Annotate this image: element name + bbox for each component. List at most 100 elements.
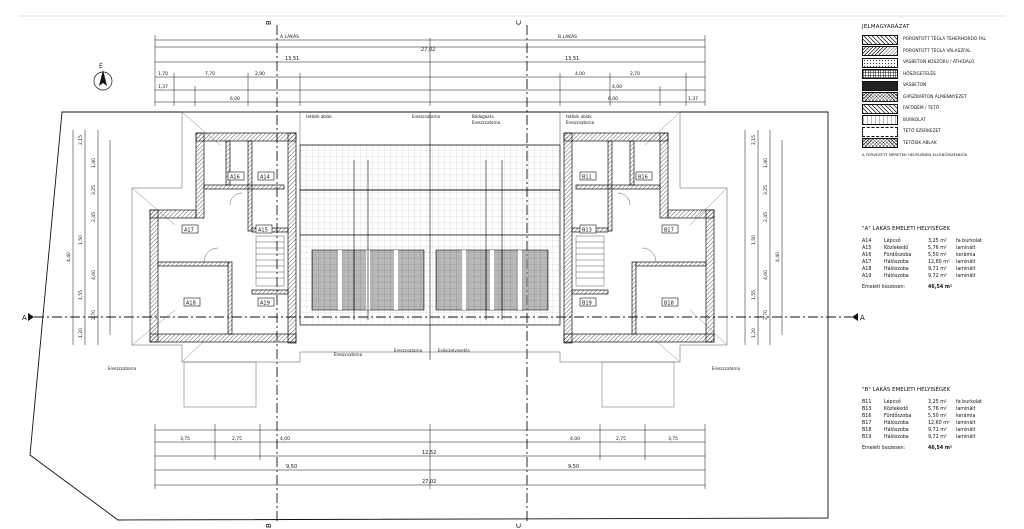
room-area: 3,25 m² [928,400,947,405]
dim-left: 2,15 [78,135,84,145]
room-code: A16 [862,253,872,258]
dim-bottom-r2: 3,75 [668,436,678,442]
room-name: Hálószoba [884,260,909,265]
room-floor: fa burkolat [956,239,982,244]
room-name: Lépcső [884,400,901,405]
room-total-label: Emeleti összesen: [862,446,906,451]
dim-right: 2,70 [763,310,769,320]
callout: Ereszcsatorna [394,348,423,353]
entrance-steps [183,361,675,408]
callout: Ereszcsatorna [412,114,441,119]
dim-right: 3,25 [763,185,769,195]
legend: JELMAGYARÁZAT PORONTOTT TÉGLA TEHERHORDÓ… [862,24,1012,157]
dim-a-lakas: A LAKÁS [280,33,299,40]
section-mark-b-bottom: B [265,523,273,528]
room-code: A15 [862,246,872,251]
room-code: B13 [862,407,872,412]
room-name: Hálószoba [884,421,909,426]
dim-bottom-l0: 3,75 [180,436,190,442]
room-floor: kerámia [956,414,976,419]
top-dimensions [154,35,706,106]
callout: Bádogozás [472,114,494,119]
room-total-value: 46,54 m² [928,446,952,451]
room-name: Hálószoba [884,267,909,272]
callout: Esővízelvezetés [438,348,470,353]
room-code: A18 [862,267,872,272]
room-code: B18 [862,428,872,433]
room-tag: A15 [258,228,268,234]
room-floor: fa burkolat [956,400,982,405]
legend-item: VASBETON KOSZORÚ / ÁTHIDALÓ [862,57,1012,69]
callout: tetősík ablak [566,114,592,119]
left-dim-labels: 2,15 1,40 3,25 2,45 1,50 4,40 4,00 1,55 … [66,135,97,338]
callouts: tetősík ablak Ereszcsatorna Bádogozás Er… [108,114,741,371]
room-floor: laminált [956,274,976,279]
bottom-dimensions [154,424,706,489]
room-floor: laminált [956,267,976,272]
legend-label: TETŐSÍK ABLAK [903,140,937,146]
room-area: 12,60 m² [928,260,950,265]
stairs-b [575,235,605,287]
room-area: 9,71 m² [928,267,947,272]
room-area: 9,72 m² [928,435,947,440]
dim-right: 1,40 [763,158,769,168]
room-floor: laminált [956,260,976,265]
dim-top-r4: 6,00 [608,96,618,102]
room-name: Hálószoba [884,428,909,433]
dim-overall-top: 27,02 [421,47,435,53]
callout: Ereszcsatorna [712,366,741,371]
room-total: Emeleti összesen:46,54 m² [862,285,996,290]
legend-item: HŐSZIGETELÉS [862,69,1012,81]
left-dimensions [72,130,111,345]
right-dimensions [744,130,783,345]
dim-top-r1: 2,70 [630,71,640,77]
dim-top-r0: 4,00 [575,71,585,77]
room-tags-a: A16 A14 A17 A15 A18 A19 [181,171,275,307]
dim-right: 4,00 [763,270,769,280]
dim-bottom-r1: 2,75 [616,436,626,442]
room-tag: A14 [260,175,270,181]
room-code: A14 [862,239,872,244]
swatch-icon [862,103,898,114]
swatch-icon [862,115,898,126]
legend-item: BURKOLAT [862,115,1012,127]
legend-label: BURKOLAT [903,117,926,123]
room-area: 9,71 m² [928,428,947,433]
swatch-icon [862,69,898,80]
legend-label: GIPSZKARTON ÁLMENNYEZET [903,94,967,100]
dim-right: 1,50 [751,235,757,245]
dim-top-l1: 7,70 [205,71,215,77]
site-boundary [29,111,829,521]
room-code: B16 [862,414,872,419]
room-total-label: Emeleti összesen: [862,285,906,290]
section-mark-c-top: C [515,20,523,25]
room-area: 5,50 m² [928,253,947,258]
room-name: Hálószoba [884,274,909,279]
swatch-icon [862,80,898,91]
callout: Ereszcsatorna [472,120,501,125]
room-tag: B19 [582,301,592,307]
dim-top-l4: 6,00 [230,96,240,102]
dim-top-r3: 1,37 [688,96,698,102]
dim-left: 2,45 [91,212,97,222]
callout: tetősík ablak [306,114,332,119]
room-name: Fürdőszoba [884,414,912,419]
legend-item: TETŐSÍK ABLAK [862,138,1012,150]
dim-left: 3,25 [91,185,97,195]
dim-bottom-overall: 27,02 [422,479,436,485]
dim-left: 1,55 [78,290,84,300]
compass-icon: É [93,62,113,91]
room-floor: laminált [956,246,976,251]
room-table-title: "A" LAKÁS EMELETI HELYISÉGEK [862,226,951,232]
swatch-icon [862,126,898,137]
legend-item: VASBETON [862,80,1012,92]
dim-bottom-right-total: 9,50 [568,464,579,470]
section-mark-a-right: A [860,314,865,322]
callout: Ereszcsatorna [108,366,137,371]
legend-item: GIPSZKARTON ÁLMENNYEZET [862,92,1012,104]
